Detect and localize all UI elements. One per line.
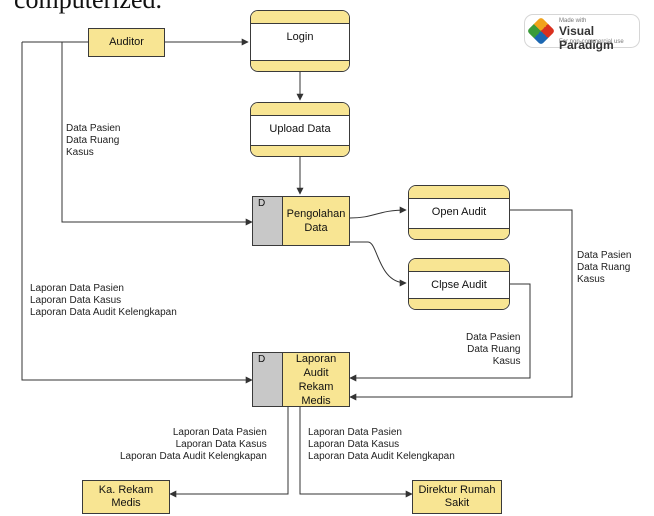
- page-top-text: computerized.: [14, 0, 162, 15]
- entity-ka-rekam-medis-label: Ka. Rekam Medis: [98, 484, 154, 509]
- store-laporan-id: D: [253, 353, 283, 406]
- flow-close-laporan: [349, 283, 531, 382]
- flow-label-close-data: Data Pasien Data Ruang Kasus: [466, 332, 521, 367]
- entity-direktur-label: Direktur Rumah Sakit: [418, 484, 496, 509]
- process-close-audit: Clpse Audit: [408, 258, 510, 310]
- process-upload-data: Upload Data: [250, 102, 350, 157]
- process-login: Login: [250, 10, 350, 72]
- visual-paradigm-badge: Made with Visual Paradigm For non-commer…: [524, 14, 640, 52]
- process-login-label: Login: [286, 31, 314, 43]
- store-pengolahan-data: D Pengolahan Data: [252, 196, 350, 246]
- flow-laporan-direktur: [299, 407, 413, 498]
- process-close-audit-label: Clpse Audit: [431, 279, 487, 291]
- flow-laporan-ka: [169, 407, 289, 498]
- badge-made-with: Made with: [559, 18, 587, 24]
- process-upload-data-label: Upload Data: [269, 123, 331, 135]
- store-laporan-label: Laporan Audit Rekam Medis: [283, 353, 349, 407]
- flow-open-laporan: [349, 209, 573, 401]
- store-pengolahan-label: Pengolahan Data: [283, 197, 349, 245]
- flow-pengolahan-close: [350, 241, 407, 287]
- visual-paradigm-logo-icon: [526, 16, 556, 46]
- flow-auditor-pengolahan: [61, 42, 253, 226]
- badge-brand: Visual Paradigm: [559, 24, 614, 52]
- entity-auditor-label: Auditor: [109, 36, 144, 48]
- process-open-audit: Open Audit: [408, 185, 510, 240]
- flow-label-open-data: Data Pasien Data Ruang Kasus: [577, 250, 632, 285]
- flow-label-to-direktur: Laporan Data Pasien Laporan Data Kasus L…: [308, 427, 455, 462]
- flow-pengolahan-open: [349, 206, 407, 219]
- store-laporan-audit: D Laporan Audit Rekam Medis: [252, 352, 350, 407]
- entity-auditor: Auditor: [88, 28, 165, 57]
- process-open-audit-label: Open Audit: [431, 206, 487, 218]
- store-pengolahan-id: D: [253, 197, 283, 245]
- badge-note: For non-commercial use: [559, 39, 624, 45]
- flow-label-to-ka-rekam: Laporan Data Pasien Laporan Data Kasus L…: [120, 427, 267, 462]
- flow-auditor-laporan: [21, 42, 253, 384]
- flow-label-auditor-data: Data Pasien Data Ruang Kasus: [66, 123, 121, 158]
- entity-ka-rekam-medis: Ka. Rekam Medis: [82, 480, 170, 514]
- flow-label-reports-to-laporan: Laporan Data Pasien Laporan Data Kasus L…: [30, 283, 177, 318]
- entity-direktur: Direktur Rumah Sakit: [412, 480, 502, 514]
